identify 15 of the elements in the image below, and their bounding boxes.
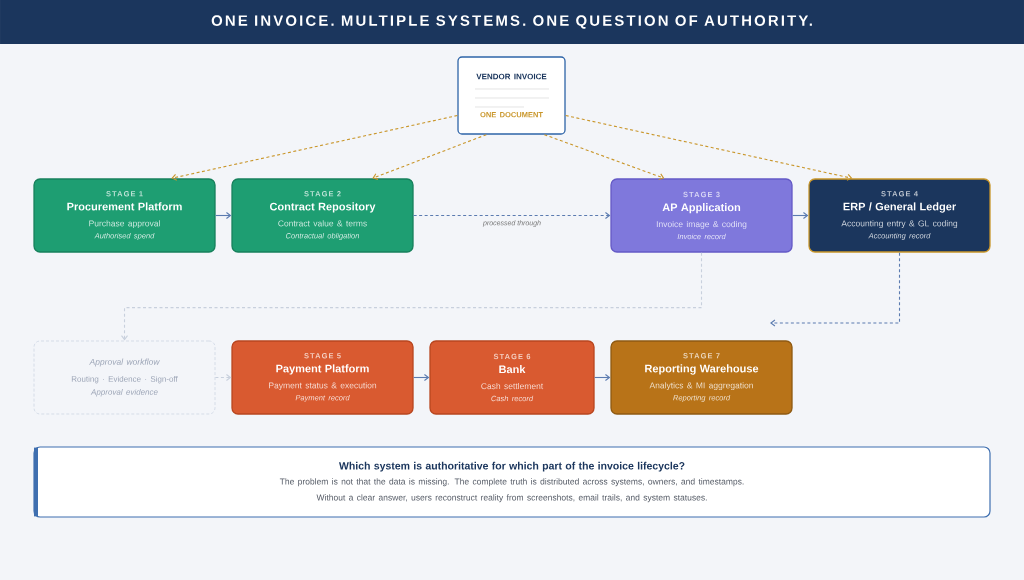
arrow — [792, 211, 809, 220]
title-banner: ONE INVOICE. MULTIPLE SYSTEMS. ONE QUESTION OF AUTHORITY. — [0, 0, 1024, 44]
arrow — [214, 373, 232, 382]
arrow — [565, 114, 853, 181]
ghost-box: Approval workflow Routing · Evidence · Sign-off Approval evidence — [33, 340, 216, 415]
arrow — [120, 252, 703, 341]
arrow — [171, 114, 458, 181]
arrow — [594, 373, 611, 382]
arrow — [413, 373, 430, 382]
arrow — [215, 211, 232, 220]
arrow — [770, 252, 901, 327]
arrow — [543, 134, 665, 181]
arrow — [372, 134, 487, 180]
arrow — [413, 211, 611, 220]
note-panel: Which system is authoritative for which part of the invoice lifecycle? The problem is not that the data is missing. The complete truth is distributed across systems, owners, and timestamps. Without a clear answer, users reconstruct reality from screenshots, email trails, and system statuses. — [33, 446, 991, 518]
